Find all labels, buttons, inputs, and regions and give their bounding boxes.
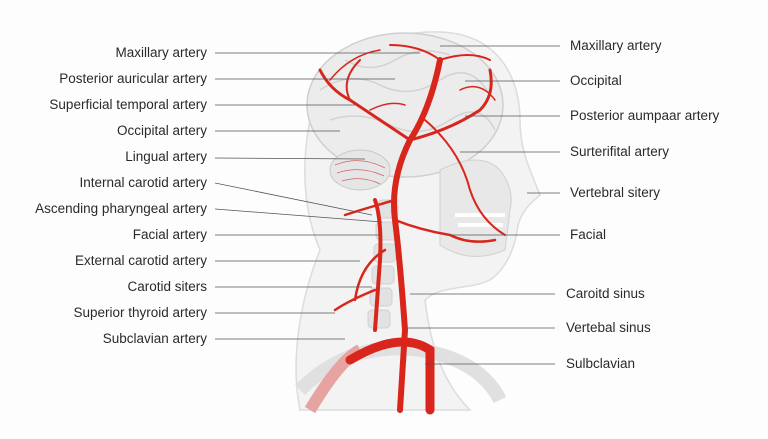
label-posterior-aumpaar-artery: Posterior aumpaar artery [570,108,720,123]
label-superior-thyroid-artery: Superior thyroid artery [73,305,207,320]
label-facial: Facial [570,227,607,242]
label-surterifital-artery: Surterifital artery [570,144,670,159]
label-vertebral-sitery: Vertebral sitery [570,185,661,200]
arteries [318,44,506,415]
label-internal-carotid-artery: Internal carotid artery [79,175,207,190]
label-occipital-artery: Occipital artery [116,123,207,138]
label-maxillary-artery-right: Maxillary artery [570,38,662,53]
label-external-carotid-artery: External carotid artery [74,253,207,268]
label-vertebal-sinus: Vertebal sinus [566,320,651,335]
label-maxillary-artery-left: Maxillary artery [115,45,207,60]
skull-face [439,159,512,257]
label-posterior-auricular-artery: Posterior auricular artery [59,71,207,86]
label-superficial-temporal-artery: Superficial temporal artery [49,97,207,112]
label-facial-artery: Facial artery [132,227,207,242]
leader-lines [214,45,560,365]
label-lingual-artery: Lingual artery [125,149,207,164]
label-subclavian-artery: Subclavian artery [102,331,207,346]
label-ascending-pharyngeal-artery: Ascending pharyngeal artery [35,201,207,216]
label-caroitd-sinus: Caroitd sinus [566,286,645,301]
label-occipital: Occipital [570,73,622,88]
clavicle [295,341,507,404]
label-sulbclavian: Sulbclavian [566,356,636,371]
label-carotid-siters: Carotid siters [127,279,207,294]
